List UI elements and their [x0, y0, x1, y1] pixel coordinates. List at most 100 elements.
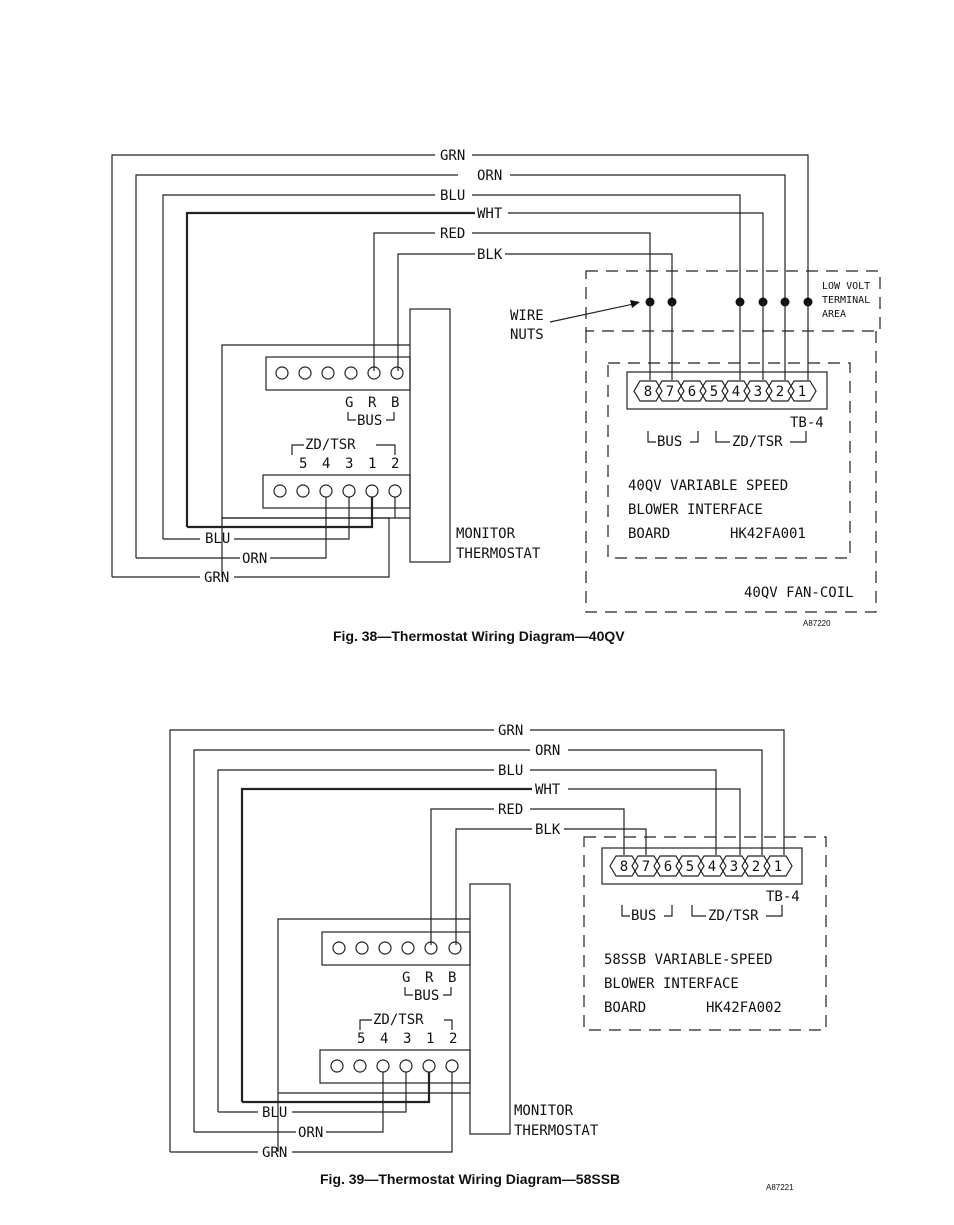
svg-text:THERMOSTAT: THERMOSTAT — [456, 546, 541, 562]
fig39-orn-label: ORN — [535, 743, 560, 759]
fig38-code: A87220 — [803, 619, 831, 628]
fig39-grn-label: GRN — [498, 723, 523, 739]
fig38-tb-terminal: 3 — [754, 384, 762, 400]
fig39-board-line1: 58SSB VARIABLE-SPEED — [604, 952, 773, 968]
fig38-wht-label: WHT — [477, 206, 503, 222]
fig39-therm-terminal — [332, 941, 346, 955]
fig39-therm-terminal — [353, 1059, 367, 1073]
fig39-code: A87221 — [766, 1183, 794, 1192]
fig38-orn-label: ORN — [477, 168, 502, 184]
svg-text:AREA: AREA — [822, 309, 846, 320]
fig38-diagram: GRN ORN BLU WHT RED BLK LOW VOLT TERMINA… — [111, 148, 881, 613]
fig39-therm-g: G — [402, 970, 410, 986]
fig38-board-line2: BLOWER INTERFACE — [628, 502, 763, 518]
fig39-therm-2: 2 — [449, 1031, 457, 1047]
fig38-grn-wire — [111, 154, 435, 577]
fig38-therm-4: 4 — [322, 456, 330, 472]
fig39-therm-3: 3 — [403, 1031, 411, 1047]
fig39-therm-b: B — [448, 970, 456, 986]
fig39-diagram: GRN ORN BLU WHT RED BLK 8 7 6 5 4 3 2 1 … — [169, 723, 827, 1161]
fig39-tb-terminal: 7 — [642, 859, 650, 875]
fig38-thermostat-bottom-strip — [262, 474, 411, 509]
fig39-board-box — [583, 836, 827, 1031]
fig38-blu-label: BLU — [440, 188, 465, 204]
fig38-thermostat-outline — [221, 344, 410, 577]
fig39-tb-terminal: 1 — [774, 859, 782, 875]
fig39-board-bus-label: BUS — [631, 908, 656, 924]
fig38-blu-wire — [162, 194, 435, 539]
fig39-tb4-strip — [601, 847, 803, 885]
fig39-wht-wire — [240, 787, 532, 1102]
fig39-red-label: RED — [498, 802, 523, 818]
svg-text:THERMOSTAT: THERMOSTAT — [514, 1123, 599, 1139]
fig39-thermostat-top-strip — [321, 931, 471, 966]
fig38-board-part: HK42FA001 — [730, 526, 806, 542]
fig38-therm-terminal — [273, 484, 287, 498]
fig38-therm-2: 2 — [391, 456, 399, 472]
fig38-board-line1: 40QV VARIABLE SPEED — [628, 478, 788, 494]
fig38-monitor-thermostat — [409, 308, 451, 563]
fig38-therm-terminal — [342, 484, 356, 498]
fig38-caption: Fig. 38—Thermostat Wiring Diagram—40QV — [333, 628, 625, 644]
fig38-tb4-terminals: 8 7 6 5 4 3 2 1 — [633, 380, 817, 402]
fig38-therm-5: 5 — [299, 456, 307, 472]
fig39-caption: Fig. 39—Thermostat Wiring Diagram—58SSB — [320, 1171, 621, 1187]
fig38-tb-terminal: 4 — [732, 384, 740, 400]
fig38-orn-wire — [135, 174, 458, 558]
fig39-thermostat-outline — [277, 918, 470, 1152]
fig38-thermostat-top-strip — [265, 356, 411, 391]
fig39-orn-bottom-label: ORN — [298, 1125, 323, 1141]
fig39-blu-bottom-label: BLU — [262, 1105, 287, 1121]
fig39-therm-terminal — [424, 941, 438, 955]
fig38-therm-terminal — [365, 484, 379, 498]
fig39-wht-label: WHT — [535, 782, 561, 798]
svg-text:NUTS: NUTS — [510, 327, 544, 343]
fig39-board-line3: BOARD — [604, 1000, 646, 1016]
fig38-red-wire — [373, 232, 435, 371]
fig39-therm-r: R — [425, 970, 434, 986]
fig39-therm-bus: BUS — [414, 988, 439, 1004]
fig39-grn-bottom-label: GRN — [262, 1145, 287, 1161]
fig38-board-zd-label: ZD/TSR — [732, 434, 783, 450]
fig39-tb-terminal: 8 — [620, 859, 628, 875]
fig39-blk-wire — [455, 828, 532, 945]
fig39-thermostat-bottom-strip — [319, 1049, 471, 1084]
fig39-tb-terminal: 5 — [686, 859, 694, 875]
fig38-board-line3: BOARD — [628, 526, 670, 542]
fig39-tb4-terminals: 8 7 6 5 4 3 2 1 — [609, 855, 793, 877]
fig39-monitor-label: MONITOR — [514, 1103, 574, 1119]
fig38-therm-terminal — [298, 366, 312, 380]
fig39-grn-wire — [169, 729, 494, 1152]
fig38-low-volt-area — [585, 270, 881, 332]
fig38-therm-terminal — [321, 366, 335, 380]
fig38-fan-coil-box — [585, 331, 877, 613]
fig38-red-label: RED — [440, 226, 465, 242]
fig38-tb4-strip — [626, 371, 828, 410]
fig39-therm-zd: ZD/TSR — [373, 1012, 424, 1028]
fig38-board-box — [607, 362, 851, 559]
fig39-therm-terminal — [330, 1059, 344, 1073]
fig39-monitor-thermostat — [469, 883, 511, 1135]
fig38-tb-terminal: 7 — [666, 384, 674, 400]
fig38-therm-g: G — [345, 395, 353, 411]
fig39-red-wire — [430, 808, 494, 945]
fig39-therm-terminal — [401, 941, 415, 955]
fig39-board-line2: BLOWER INTERFACE — [604, 976, 739, 992]
fig39-tb-terminal: 3 — [730, 859, 738, 875]
fig38-grn-label: GRN — [440, 148, 465, 164]
fig38-therm-terminal — [388, 484, 402, 498]
fig39-therm-terminal — [355, 941, 369, 955]
fig39-therm-terminal — [445, 1059, 459, 1073]
fig38-therm-1: 1 — [368, 456, 376, 472]
fig39-tb-terminal: 2 — [752, 859, 760, 875]
fig38-therm-terminal — [296, 484, 310, 498]
fig39-orn-wire — [193, 749, 530, 1132]
fig38-blu-bottom-label: BLU — [205, 531, 230, 547]
fig38-tb-terminal: 5 — [710, 384, 718, 400]
fig38-board-bus-label: BUS — [657, 434, 682, 450]
fig38-tb4-label: TB-4 — [790, 415, 824, 431]
fig39-therm-4: 4 — [380, 1031, 388, 1047]
fig39-therm-terminal — [422, 1059, 436, 1073]
fig38-therm-r: R — [368, 395, 377, 411]
